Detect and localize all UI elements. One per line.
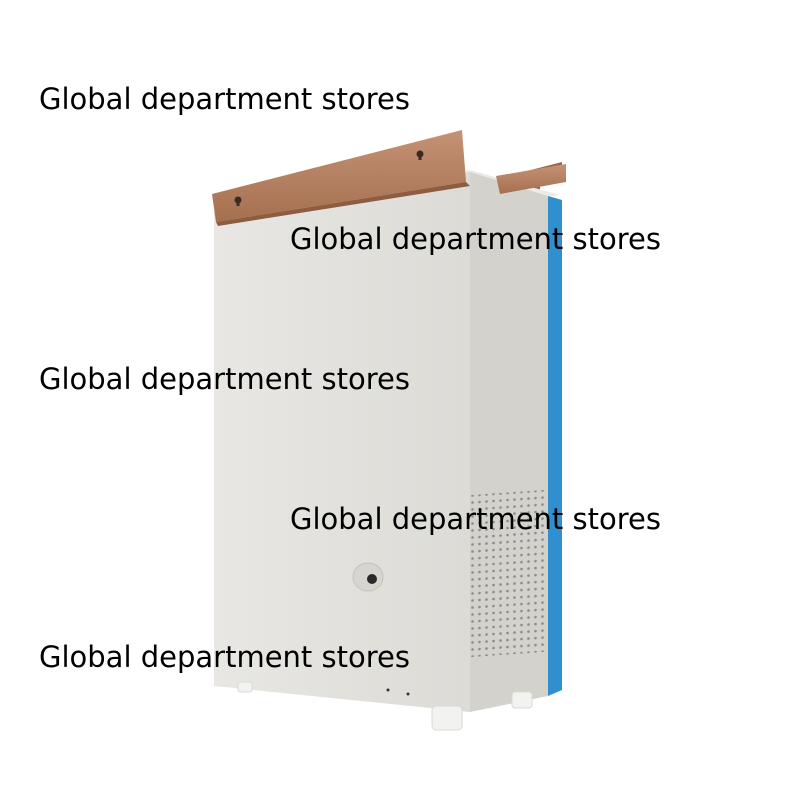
cabinet-foot: [431, 705, 463, 731]
keyhole-slot: [234, 196, 242, 206]
cable-gland-hole: [367, 574, 377, 584]
mounting-bracket: [212, 130, 466, 222]
watermark-text: Global department stores: [290, 222, 661, 256]
indicator-dot: [386, 688, 390, 692]
mounting-bracket-lip: [216, 182, 470, 226]
vent-grille: [467, 489, 547, 658]
watermark-text: Global department stores: [39, 82, 410, 116]
watermark-text: Global department stores: [39, 362, 410, 396]
cabinet-foot: [237, 681, 253, 693]
watermark-text: Global department stores: [39, 640, 410, 674]
keyhole-slot: [416, 150, 424, 160]
cabinet-foot: [511, 691, 533, 709]
indicator-dot: [406, 692, 410, 696]
side-stripe: [548, 196, 562, 696]
cabinet-front-face: [214, 172, 470, 712]
watermark-text: Global department stores: [290, 502, 661, 536]
rear-mounting-bracket: [496, 164, 566, 194]
